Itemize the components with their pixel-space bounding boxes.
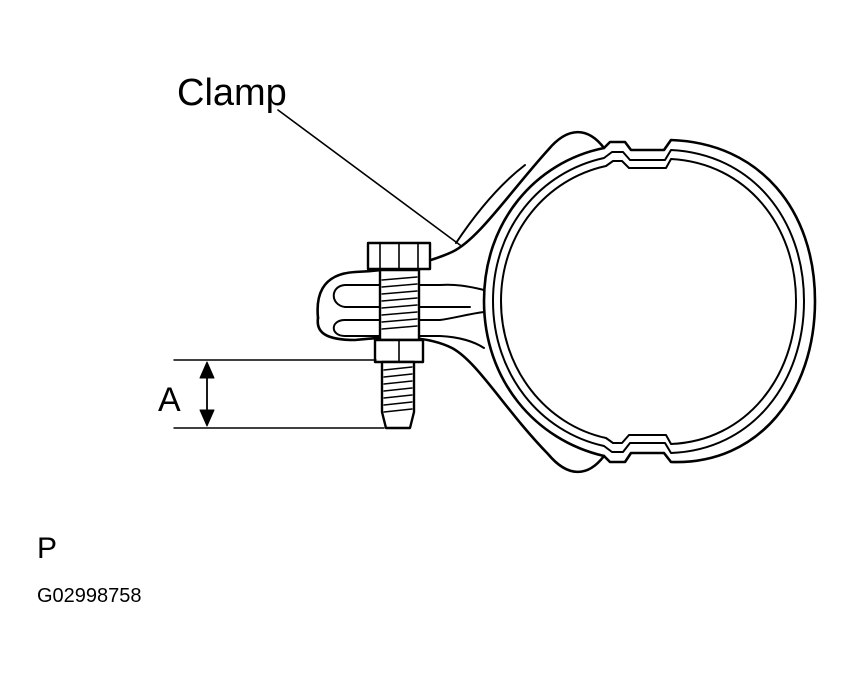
clamp-leader-line [277, 109, 461, 246]
dimension-a-label: A [158, 381, 181, 419]
bolt-tip-threads [383, 366, 413, 413]
clamp-strap-lower [316, 316, 606, 474]
clamp-strap-inner-lower [332, 311, 485, 349]
clamp-strap-inner-curve-top [455, 164, 526, 244]
clamp-strap-inner-upper [332, 283, 485, 308]
clamp-band-inner-2 [500, 158, 797, 445]
dimension-arrow-head-top [199, 361, 215, 379]
clamp-band-inner-1 [492, 149, 805, 454]
bolt-threads [381, 276, 418, 330]
figure-id: G02998758 [37, 585, 142, 607]
clamp-strap-upper [316, 130, 606, 320]
view-letter: P [37, 532, 58, 565]
dimension-arrow-head-bottom [199, 409, 215, 427]
clamp-label: Clamp [177, 72, 287, 114]
clamp-band-outer [482, 138, 817, 464]
